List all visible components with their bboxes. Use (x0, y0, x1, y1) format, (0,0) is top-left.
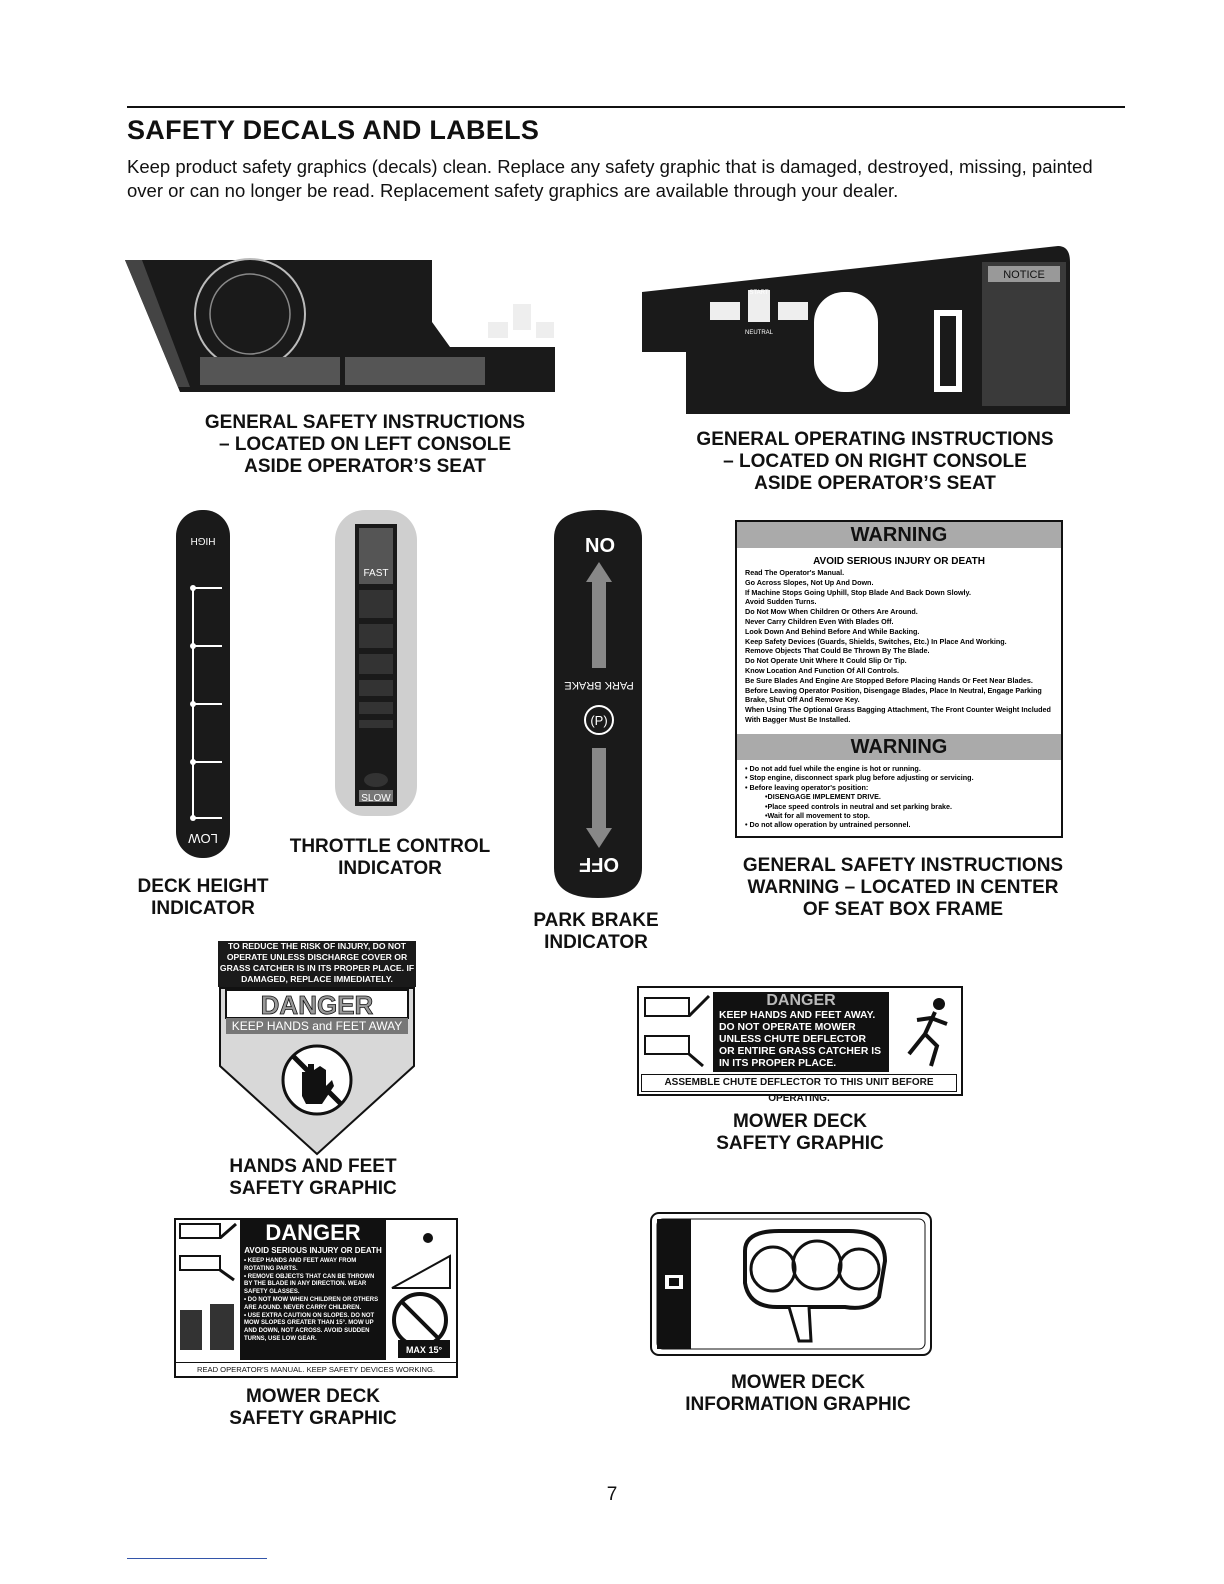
read-manual-footer: READ OPERATOR'S MANUAL. KEEP SAFETY DEVI… (176, 1362, 456, 1377)
danger-panel-2: DANGER AVOID SERIOUS INJURY OR DEATH • K… (240, 1220, 386, 1360)
caption-throttle: THROTTLE CONTROL INDICATOR (289, 836, 491, 879)
warning-items-2: • Do not add fuel while the engine is ho… (745, 764, 974, 830)
hands-feet-top-text: TO REDUCE THE RISK OF INJURY, DO NOT OPE… (218, 941, 416, 987)
caption-seat-box: GENERAL SAFETY INSTRUCTIONS WARNING – LO… (742, 855, 1064, 920)
mower-deck-decal-2: DANGER AVOID SERIOUS INJURY OR DEATH • K… (174, 1218, 458, 1378)
assemble-footer: ASSEMBLE CHUTE DEFLECTOR TO THIS UNIT BE… (641, 1074, 957, 1104)
start-label: START (749, 290, 768, 296)
danger-heading-2: DANGER (265, 1220, 361, 1245)
hands-feet-decal: DANGER KEEP HANDS and FEET AWAY (219, 987, 415, 1156)
warning-subheading: AVOID SERIOUS INJURY OR DEATH (813, 556, 985, 567)
caption-deck-height: DECK HEIGHT INDICATOR (137, 876, 269, 919)
caption-hands-feet: HANDS AND FEET SAFETY GRAPHIC (229, 1156, 397, 1199)
caption-left-console: GENERAL SAFETY INSTRUCTIONS – LOCATED ON… (204, 412, 526, 477)
mower-deck-info-decal (650, 1212, 932, 1356)
no-label: NO (585, 535, 615, 557)
mower-deck-decal-1: DANGER KEEP HANDS AND FEET AWAY.DO NOT O… (637, 986, 963, 1104)
avoid-injury-label: AVOID SERIOUS INJURY OR DEATH (244, 1246, 382, 1255)
throttle-decal: FAST SLOW (335, 510, 417, 816)
keep-hands-label: KEEP HANDS and FEET AWAY (232, 1019, 403, 1033)
max-slope-label: MAX 15° (406, 1345, 443, 1355)
caption-mower-deck-1: MOWER DECK SAFETY GRAPHIC (716, 1111, 884, 1154)
left-icons (176, 1220, 240, 1360)
neutral-label: NEUTRAL (745, 330, 774, 336)
warning-heading-2: WARNING (737, 734, 1061, 760)
park-brake-decal: NO PARK BRAKE (P) OFF (554, 510, 642, 898)
caption-right-console: GENERAL OPERATING INSTRUCTIONS – LOCATED… (696, 429, 1054, 494)
slope-icon: MAX 15° (391, 1233, 451, 1358)
off-label: OFF (579, 853, 619, 875)
park-symbol: (P) (590, 713, 607, 728)
left-console-decal (125, 258, 555, 392)
caption-mower-deck-2: MOWER DECK SAFETY GRAPHIC (229, 1386, 397, 1429)
warning-heading: WARNING (737, 522, 1061, 548)
fast-label: FAST (363, 568, 388, 579)
chute-icon (644, 994, 711, 1068)
danger-panel: DANGER KEEP HANDS AND FEET AWAY.DO NOT O… (713, 992, 889, 1072)
running-person-icon (907, 998, 948, 1067)
footer-line (127, 1558, 267, 1559)
warning-decal: WARNING AVOID SERIOUS INJURY OR DEATH Re… (735, 520, 1063, 838)
caption-park-brake: PARK BRAKE INDICATOR (533, 910, 659, 953)
high-label: HIGH (191, 535, 216, 546)
intro-paragraph: Keep product safety graphics (decals) cl… (127, 156, 1093, 201)
danger-heading: DANGER (766, 992, 836, 1009)
right-console-decal: NOTICE START NEUTRAL (642, 246, 1070, 414)
warning-items: Read The Operator's Manual.Go Across Slo… (745, 568, 1051, 724)
park-brake-label: PARK BRAKE (564, 679, 634, 691)
page-title: SAFETY DECALS AND LABELS (127, 115, 540, 145)
notice-label: NOTICE (1003, 269, 1045, 281)
slow-label: SLOW (361, 793, 391, 804)
page-number: 7 (606, 1484, 618, 1505)
danger-label: DANGER (261, 990, 374, 1020)
deck-height-decal: HIGH LOW (176, 510, 230, 858)
caption-mower-deck-info: MOWER DECK INFORMATION GRAPHIC (685, 1372, 911, 1415)
top-rule (127, 106, 1125, 108)
low-label: LOW (187, 831, 217, 846)
